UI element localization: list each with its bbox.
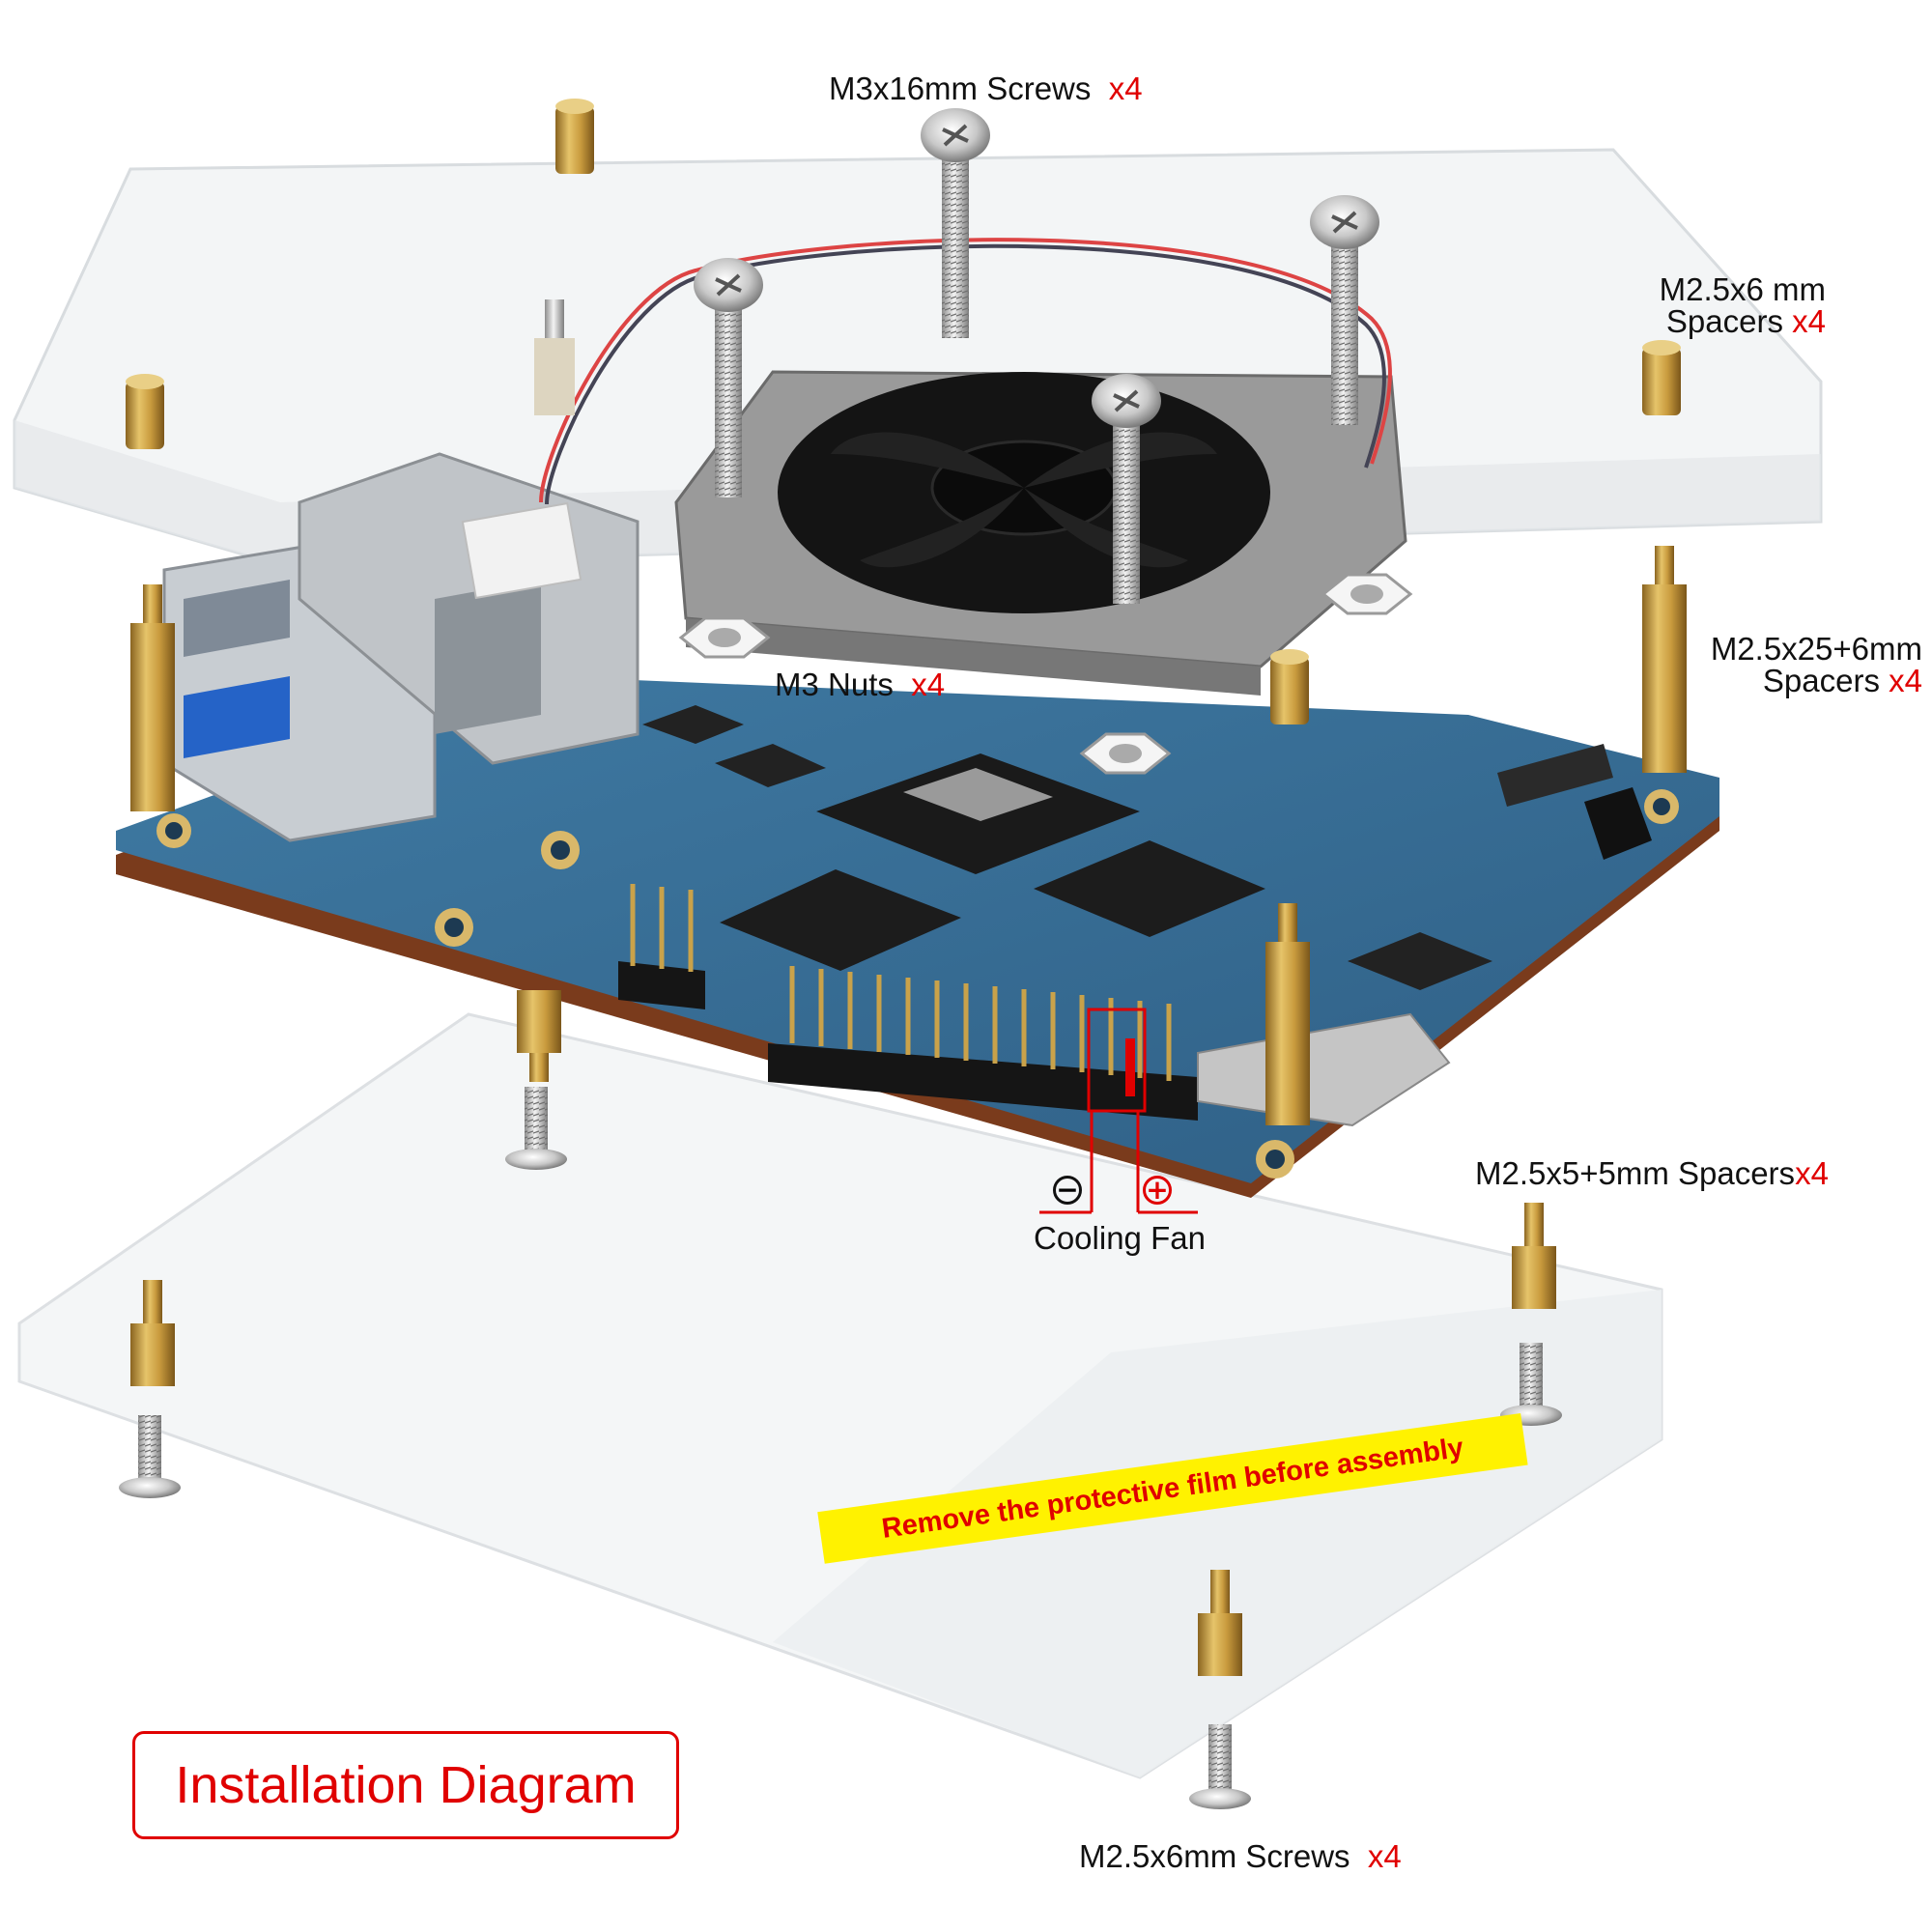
label-qty: x4 (1795, 1155, 1829, 1191)
label-text: M3 Nuts (775, 667, 894, 702)
short-spacer-icon (517, 990, 561, 1082)
label-qty: x4 (911, 667, 946, 702)
label-m25-6mm-screws: M2.5x6mm Screws x4 (1079, 1840, 1402, 1872)
label-qty: x4 (1108, 71, 1143, 106)
orange-pi-board (116, 676, 1719, 1214)
installation-diagram-title: Installation Diagram (132, 1731, 679, 1839)
short-spacer-icon (130, 1280, 175, 1386)
bottom-acrylic-plate (17, 1012, 1663, 1779)
uart-header-icon (618, 884, 705, 1009)
label-qty: x4 (1367, 1838, 1402, 1874)
screw-icon (921, 108, 990, 338)
minus-icon: − (1053, 1176, 1082, 1205)
label-m3-nuts: M3 Nuts x4 (775, 668, 945, 700)
label-m25-25-6mm-spacers: M2.5x25+6mm Spacers x4 (1681, 633, 1922, 696)
title-text: Installation Diagram (175, 1756, 637, 1814)
screw-icon (1500, 1343, 1562, 1426)
screw-icon (1310, 195, 1379, 425)
m25-5-5mm-spacers (130, 990, 1556, 1676)
gpio-header-icon (768, 966, 1198, 1121)
m25-25-6mm-spacers (130, 299, 1687, 1125)
screw-icon (505, 1087, 567, 1170)
label-text: M2.5x6mm Screws (1079, 1838, 1350, 1874)
label-m3-screws: M3x16mm Screws x4 (829, 72, 1143, 104)
short-spacer-icon (1512, 1203, 1556, 1309)
m3-nuts (678, 573, 1413, 775)
short-spacer-icon (1198, 1570, 1242, 1676)
screw-icon (119, 1415, 181, 1498)
nut-icon (1321, 573, 1413, 615)
m25-6mm-screws (119, 1087, 1562, 1809)
label-text: M2.5x25+6mm (1710, 631, 1922, 667)
label-qty: x4 (1889, 663, 1922, 698)
label-text: M2.5x6 mm (1659, 271, 1826, 307)
plus-icon: + (1143, 1176, 1172, 1205)
nut-icon (678, 616, 771, 659)
label-text: M2.5x5+5mm Spacers (1475, 1155, 1796, 1191)
fan-pin-highlight (1087, 1008, 1147, 1113)
screw-icon (1092, 374, 1161, 604)
screw-icon (1189, 1724, 1251, 1809)
long-spacer-icon (1642, 546, 1687, 773)
cooling-fan-icon (461, 238, 1407, 696)
label-m25-6mm-spacers: M2.5x6 mm Spacers x4 (1633, 273, 1826, 337)
long-spacer-icon (534, 299, 575, 415)
label-qty: x4 (1792, 303, 1826, 339)
ram-chip-icon (1034, 840, 1265, 937)
label-text: Spacers (1665, 303, 1783, 339)
m3-screws (694, 108, 1379, 604)
m25-6mm-spacers (126, 99, 1681, 724)
long-spacer-icon (1265, 903, 1310, 1125)
screw-icon (694, 258, 763, 497)
label-m25-5-5mm-spacers: M2.5x5+5mm Spacersx4 (1475, 1157, 1829, 1189)
label-cooling-fan: Cooling Fan (1034, 1220, 1206, 1256)
brass-insert-icon (1270, 649, 1309, 724)
brass-insert-icon (555, 99, 594, 174)
label-text: M3x16mm Screws (829, 71, 1092, 106)
long-spacer-icon (130, 584, 175, 811)
nut-icon (1079, 732, 1172, 775)
brass-insert-icon (1642, 340, 1681, 415)
brass-insert-icon (126, 374, 164, 449)
label-text: Spacers (1762, 663, 1880, 698)
